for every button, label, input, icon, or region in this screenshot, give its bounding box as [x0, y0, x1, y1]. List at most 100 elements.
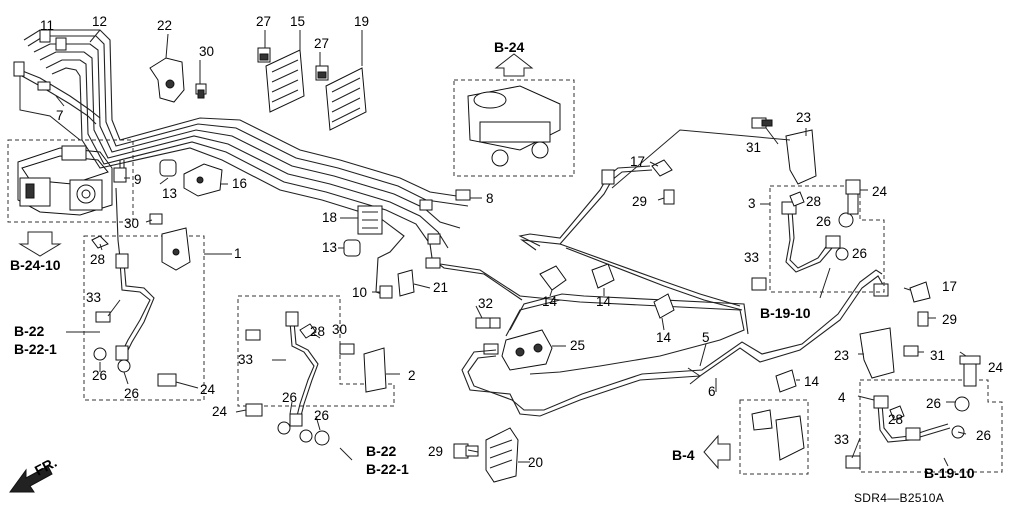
- ref-b4: B-4: [672, 447, 695, 463]
- clip-14-b: [591, 263, 615, 289]
- callout-26-mid-a: 26: [282, 390, 297, 405]
- callout-33-upper-right: 33: [744, 250, 759, 265]
- bolt-24-lower: [959, 355, 981, 387]
- callout-12: 12: [92, 14, 107, 29]
- clamp-15: [265, 49, 305, 113]
- bracket-23-upper: [785, 129, 817, 185]
- callout-32: 32: [478, 296, 493, 311]
- clip-14-d: [775, 369, 797, 393]
- callout-26-left-a: 26: [92, 368, 107, 383]
- clip-27-right: [315, 65, 329, 81]
- brake-pipe-bundle: [19, 29, 561, 301]
- callout-33-mid: 33: [238, 352, 253, 367]
- callout-31-lower: 31: [930, 348, 945, 363]
- callout-23-lower: 23: [834, 348, 849, 363]
- callout-28-lower-right: 28: [888, 412, 903, 427]
- callout-13-mid: 13: [322, 240, 337, 255]
- callout-28-upper-right: 28: [806, 194, 821, 209]
- callout-33-left: 33: [86, 290, 101, 305]
- callout-2: 2: [408, 368, 416, 383]
- callout-9: 9: [134, 172, 142, 187]
- callout-27-right: 27: [314, 36, 329, 51]
- callout-14-b: 14: [596, 294, 612, 309]
- arrow-up-b24: [494, 53, 534, 77]
- callout-labels: 11 12 22 30 27 15 27 19 7 9 13 16 30 1 2…: [40, 14, 1004, 470]
- callout-6: 6: [708, 384, 716, 399]
- callout-31-upper: 31: [746, 140, 761, 155]
- callout-18: 18: [322, 210, 337, 225]
- bleeder-29-lower: [917, 311, 929, 327]
- clip-17-lower: [909, 281, 931, 303]
- reference-labels: B-24 B-24-10 B-22 B-22-1 B-22 B-22-1 B-1…: [10, 39, 975, 505]
- arrow-left-b4: [703, 434, 731, 470]
- ref-b19-10-upper: B-19-10: [760, 305, 811, 321]
- callout-19: 19: [354, 14, 369, 29]
- callout-28-left: 28: [90, 252, 105, 267]
- brake-hose-rear-left: [845, 379, 1003, 473]
- abs-modulator-unit: [7, 139, 134, 223]
- callout-16: 16: [232, 176, 247, 191]
- callout-27-left: 27: [256, 14, 271, 29]
- diagram-code: SDR4—B2510A: [854, 491, 944, 505]
- clip-14-c: [653, 293, 675, 319]
- bleeder-29-upper: [663, 189, 675, 205]
- bracket-20: [485, 427, 519, 483]
- bolt-32: [475, 317, 491, 329]
- grommet-13-top: [159, 159, 177, 177]
- bolt-30-top: [195, 83, 207, 99]
- clip-27-left: [257, 47, 271, 63]
- clamp-18: [357, 205, 383, 235]
- callout-14-d: 14: [804, 374, 820, 389]
- clip-17-upper: [651, 159, 673, 177]
- callout-26-upper-right-b: 26: [852, 246, 867, 261]
- callout-1: 1: [234, 246, 242, 261]
- callout-8: 8: [486, 191, 494, 206]
- bolt-31-lower: [903, 345, 919, 357]
- ref-b22-1-left: B-22-1: [14, 341, 57, 357]
- brake-hose-rear-right: [751, 179, 885, 293]
- callout-11: 11: [40, 18, 54, 33]
- bracket-22: [149, 57, 185, 103]
- master-cylinder: [453, 79, 575, 177]
- callout-24-upper-right: 24: [872, 184, 888, 199]
- proportioning-valve: [483, 317, 553, 371]
- callout-17-upper: 17: [630, 154, 645, 169]
- callout-24-mid: 24: [212, 404, 228, 419]
- leader-lines: [19, 29, 967, 467]
- callout-4: 4: [838, 390, 846, 405]
- rear-brake-pipes: [461, 165, 889, 417]
- ref-b24-10: B-24-10: [10, 257, 61, 273]
- brake-hose-front-right: [237, 295, 395, 446]
- callout-30-left: 30: [124, 216, 139, 231]
- callout-22: 22: [157, 18, 172, 33]
- ref-b19-10-lower: B-19-10: [924, 465, 975, 481]
- callout-20: 20: [528, 455, 543, 470]
- callout-24-left: 24: [200, 382, 216, 397]
- callout-23-upper: 23: [796, 110, 811, 125]
- callout-5: 5: [702, 330, 710, 345]
- callout-26-lower-right-b: 26: [976, 428, 991, 443]
- arrow-down-b24-10: [18, 231, 62, 257]
- ref-b22-1-mid: B-22-1: [366, 461, 409, 477]
- b4-detail-box: [739, 399, 809, 475]
- callout-26-upper-right-a: 26: [816, 214, 831, 229]
- bracket-23-lower: [859, 327, 895, 379]
- ref-b24: B-24: [494, 39, 525, 55]
- callout-24-lower-right: 24: [988, 360, 1004, 375]
- callout-29-lower: 29: [942, 312, 957, 327]
- callout-17-lower: 17: [942, 279, 957, 294]
- grommet-13-mid: [343, 239, 361, 257]
- callout-3: 3: [748, 196, 756, 211]
- front-arrow-icon: [9, 465, 53, 493]
- clamp-19: [325, 67, 367, 131]
- callout-14-a: 14: [542, 294, 558, 309]
- clamp-16: [183, 163, 223, 197]
- callout-30-top: 30: [199, 44, 214, 59]
- callout-26-lower-right-a: 26: [926, 396, 941, 411]
- callout-29-upper: 29: [632, 194, 647, 209]
- callout-30-mid: 30: [332, 322, 347, 337]
- bolt-31-upper: [751, 117, 773, 129]
- callout-26-left-b: 26: [124, 386, 139, 401]
- callout-10: 10: [352, 285, 367, 300]
